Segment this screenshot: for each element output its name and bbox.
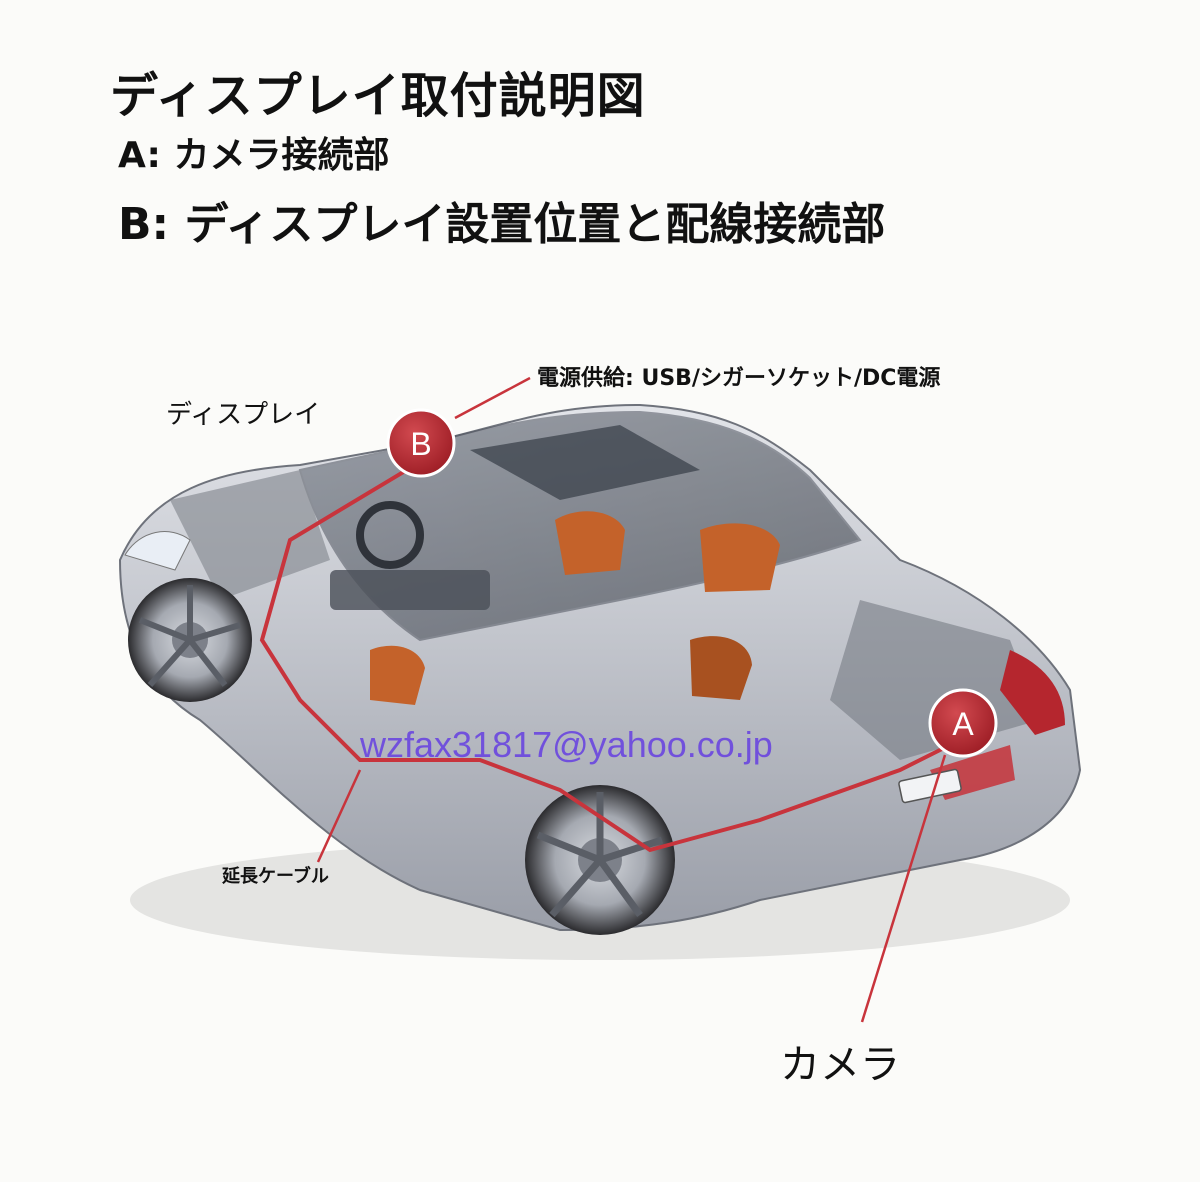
cable-route <box>259 460 951 853</box>
legend-b: B: ディスプレイ設置位置と配線接続部 <box>118 199 886 250</box>
rear-wheel <box>525 785 675 935</box>
front-seat <box>370 645 425 705</box>
marker-a-letter: A <box>952 706 974 742</box>
rear-seat-right <box>700 523 780 592</box>
camera-label: カメラ <box>780 1042 900 1088</box>
marker-b: B <box>386 408 456 478</box>
rear-bench <box>690 636 752 700</box>
page-title: ディスプレイ取付説明図 <box>110 68 646 124</box>
camera-leader-line <box>860 754 947 1023</box>
marker-a: A <box>928 688 998 758</box>
watermark: wzfax31817@yahoo.co.jp <box>360 724 773 765</box>
tail-light <box>1000 650 1065 735</box>
extension-cable-label: 延長ケーブル <box>222 866 329 887</box>
dashboard <box>330 570 490 610</box>
power-leader-line <box>454 376 531 420</box>
headlight <box>124 531 191 571</box>
legend-a: A: カメラ接続部 <box>118 135 390 176</box>
steering-wheel <box>356 501 424 569</box>
power-supply-label: 電源供給: USB/シガーソケット/DC電源 <box>537 366 941 391</box>
front-wheel <box>128 578 252 702</box>
cable-leader-line <box>316 769 362 863</box>
sunroof <box>470 425 700 500</box>
display-label: ディスプレイ <box>166 400 321 430</box>
rear-seat-left <box>555 511 625 575</box>
marker-b-letter: B <box>410 426 431 462</box>
engine-bay <box>170 470 330 600</box>
